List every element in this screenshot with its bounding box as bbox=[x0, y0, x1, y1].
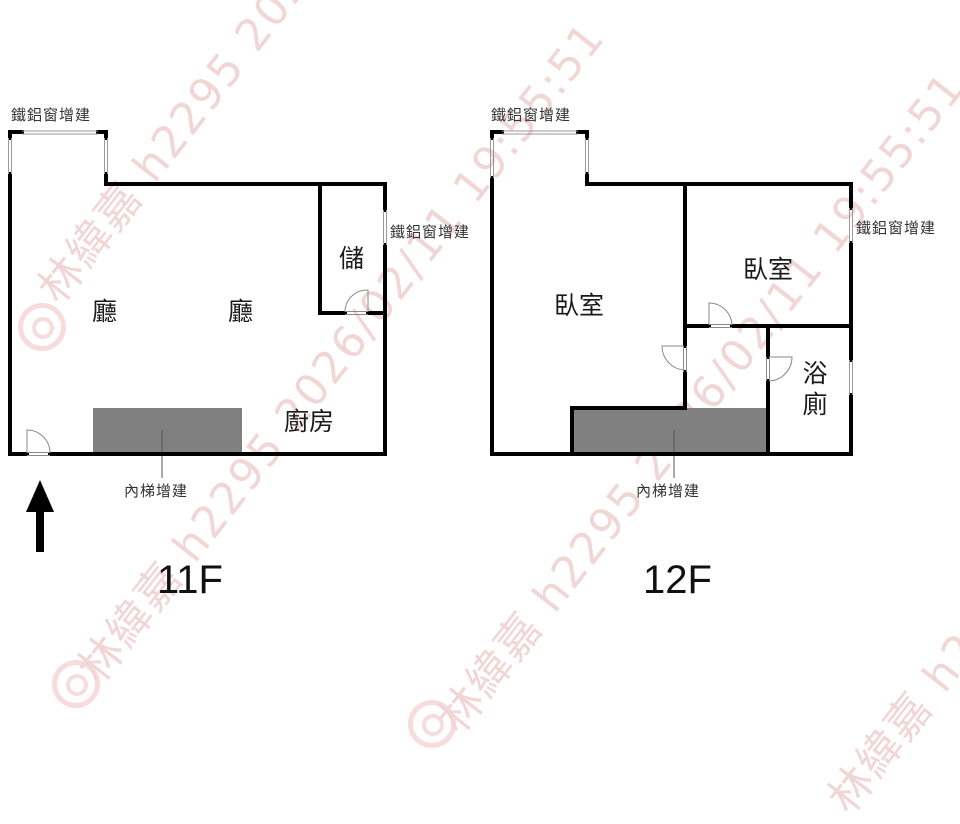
door-arc-entrance-11f bbox=[26, 429, 51, 454]
floor-label-12f: 12F bbox=[643, 558, 712, 602]
windows-12f bbox=[490, 130, 853, 395]
arrow-up-icon bbox=[26, 480, 54, 552]
room-label-kitchen: 廚房 bbox=[284, 407, 335, 436]
windows-11f bbox=[8, 130, 387, 245]
window-label-11f-top: 鐵鋁窗增建 bbox=[11, 106, 92, 124]
window-label-12f-right: 鐵鋁窗增建 bbox=[856, 219, 937, 237]
door-arc-bedroom1-12f bbox=[661, 345, 685, 371]
door-arc-storage-11f bbox=[344, 289, 369, 313]
room-label-bedroom-2: 臥室 bbox=[743, 255, 794, 284]
stair-block-12f bbox=[572, 408, 766, 454]
stair-block-11f bbox=[93, 408, 242, 454]
walls-12f bbox=[490, 130, 853, 456]
stair-label-11f: 內梯增建 bbox=[124, 482, 189, 500]
door-arc-bathroom-12f bbox=[768, 356, 793, 382]
floor-12f-plan bbox=[490, 130, 853, 478]
room-label-living-1: 廳 bbox=[92, 297, 118, 326]
stair-label-12f: 內梯增建 bbox=[636, 482, 701, 500]
window-label-11f-right: 鐵鋁窗增建 bbox=[390, 223, 471, 241]
doors-12f bbox=[661, 302, 793, 382]
room-label-storage: 儲 bbox=[339, 244, 365, 273]
doors-11f bbox=[26, 289, 369, 456]
floor-label-11f: 11F bbox=[157, 558, 223, 602]
floor-plan-drawing bbox=[8, 130, 853, 552]
floor-11f-plan bbox=[8, 130, 387, 478]
room-label-living-2: 廳 bbox=[228, 297, 254, 326]
walls-11f bbox=[8, 130, 387, 456]
room-label-bedroom-1: 臥室 bbox=[554, 291, 605, 320]
window-label-12f-top: 鐵鋁窗增建 bbox=[491, 106, 572, 124]
floor-plan-canvas: 林緯嘉 h2295 2026/02/11 19:55:51 林緯嘉 h2295 … bbox=[8, 0, 960, 823]
room-label-bathroom: 浴廁 bbox=[799, 360, 828, 422]
door-arc-bedroom2-12f bbox=[708, 302, 733, 326]
